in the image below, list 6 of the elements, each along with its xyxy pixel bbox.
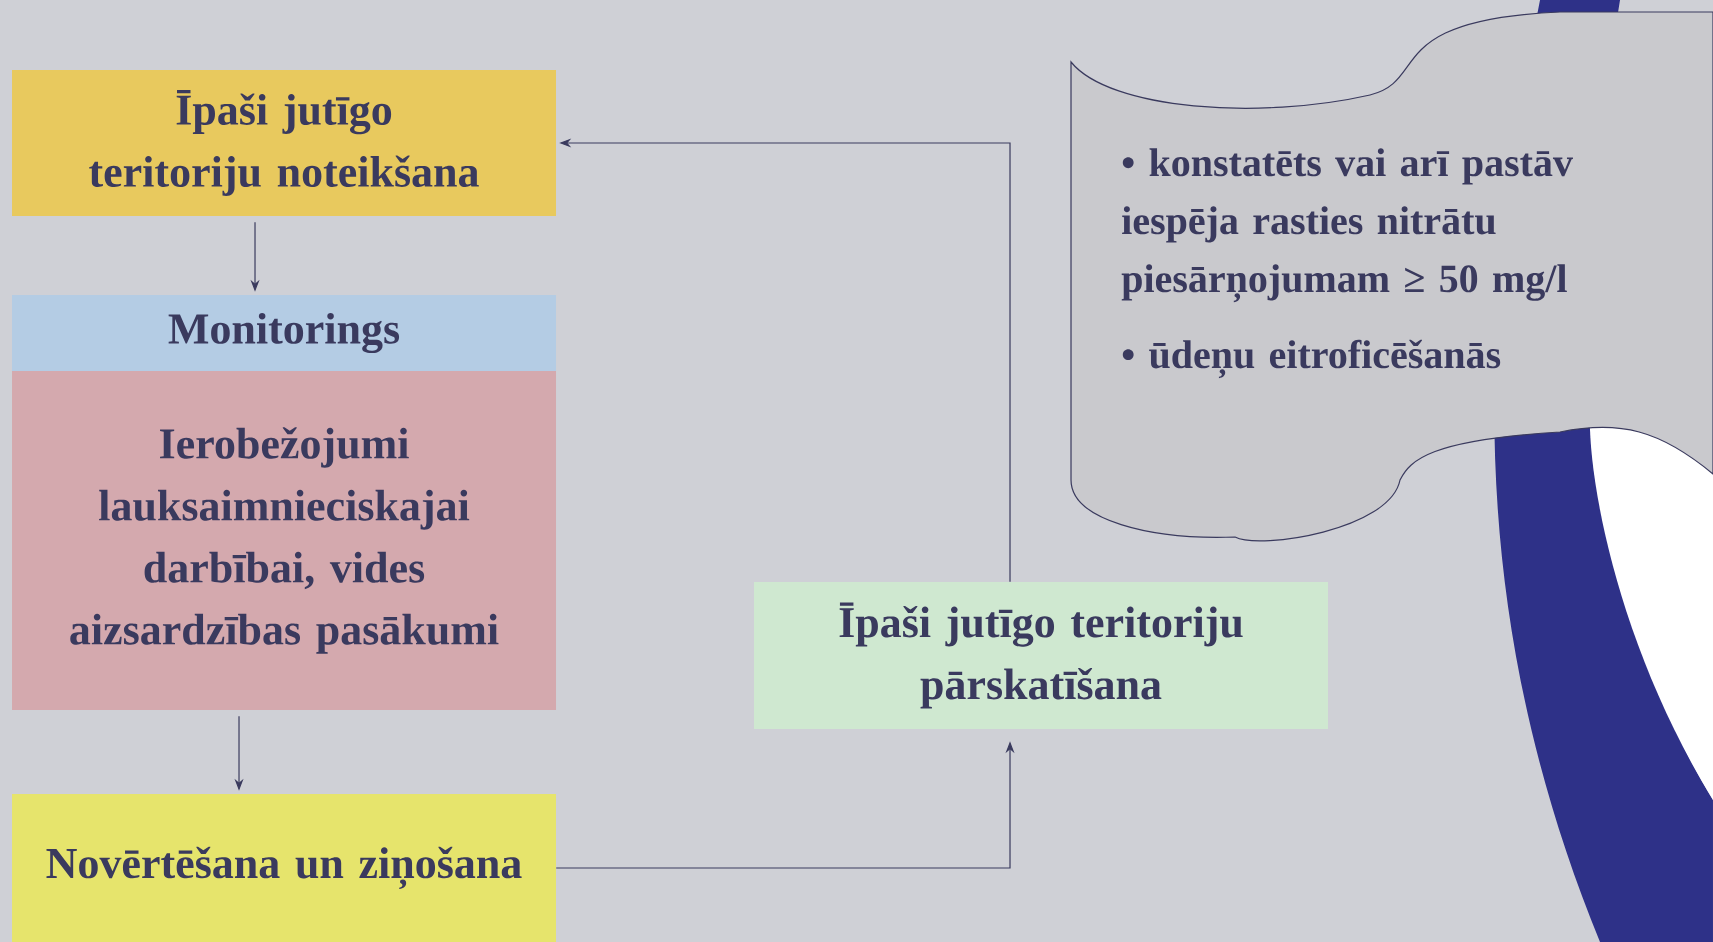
scroll-banner: • konstatēts vai arī pastāv iespēja rasties nitrātu piesārņojumam ≥ 50 mg/l • ūdeņu eitroficēšanās (1070, 11, 1713, 542)
process-box: Ierobežojumi lauksaimnieciskajai darbībai, vides aizsardzības pasākumi (12, 371, 556, 710)
process-box: Novērtēšana un ziņošana (12, 794, 556, 942)
process-box: Īpaši jutīgo teritoriju pārskatīšana (754, 582, 1328, 729)
process-box: Monitorings (12, 295, 556, 371)
process-box: Īpaši jutīgo teritoriju noteikšana (12, 70, 556, 216)
